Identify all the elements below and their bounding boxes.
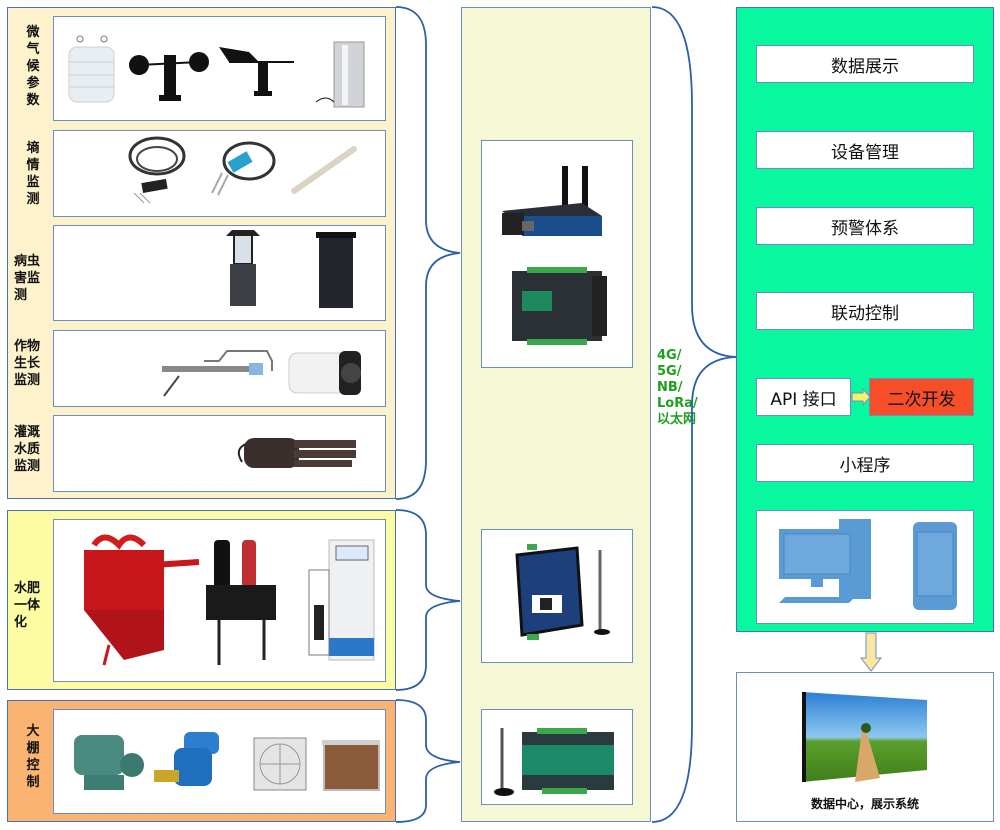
function-data-display[interactable]: 数据展示 bbox=[756, 45, 974, 83]
row-label-micro-climate: 微 气 候 参 数 bbox=[26, 25, 40, 108]
terminals-icon bbox=[779, 519, 957, 610]
spore-trap-icon bbox=[316, 232, 356, 308]
function-alert-system[interactable]: 预警体系 bbox=[756, 207, 974, 245]
gateway-card-dtu bbox=[481, 529, 633, 663]
water-quality-probe-icon bbox=[237, 438, 356, 468]
micro-climate-devices-icon bbox=[68, 35, 365, 108]
smartphone-icon bbox=[913, 522, 957, 610]
dtu-antenna-icon bbox=[515, 544, 610, 640]
secondary-development-button[interactable]: 二次开发 bbox=[869, 378, 974, 416]
rain-gauge-icon bbox=[315, 41, 365, 108]
water-quality-devices-icon bbox=[237, 438, 356, 468]
display-caption: 数据中心，展示系统 bbox=[810, 797, 919, 811]
row-label-water-quality: 灌溉 水质 监测 bbox=[14, 425, 41, 474]
insect-lamp-icon bbox=[226, 230, 260, 306]
network-protocols-label: 4G/ 5G/ NB/ LoRa/ 以太网 bbox=[657, 348, 698, 427]
wet-curtain-icon bbox=[322, 740, 380, 791]
greenhouse-label: 大 棚 控 制 bbox=[26, 724, 40, 790]
fertigation-label: 水肥 一体 化 bbox=[14, 581, 41, 630]
greenhouse-devices bbox=[53, 709, 386, 814]
video-wall-icon bbox=[802, 692, 927, 782]
fertigation-devices-icon bbox=[84, 534, 375, 666]
stem-sensor-icon bbox=[162, 350, 273, 397]
mini-program-button[interactable]: 小程序 bbox=[756, 444, 974, 482]
anemometer-icon bbox=[129, 52, 209, 101]
device-row-pest bbox=[53, 225, 386, 321]
4g-router-icon bbox=[502, 166, 607, 345]
camera-icon bbox=[288, 351, 361, 395]
device-row-crop-growth bbox=[53, 330, 386, 407]
left-braces-icon bbox=[396, 6, 461, 823]
device-row-micro-climate bbox=[53, 16, 386, 121]
arrow-down-icon bbox=[860, 632, 882, 672]
function-linkage-control[interactable]: 联动控制 bbox=[756, 292, 974, 330]
shutter-box-icon bbox=[68, 35, 115, 103]
api-interface-button[interactable]: API 接口 bbox=[756, 378, 851, 416]
soil-devices-icon bbox=[128, 136, 357, 204]
gateway-card-router bbox=[481, 140, 633, 368]
gateway-column bbox=[461, 7, 651, 822]
disc-filter-icon bbox=[206, 540, 276, 665]
gear-motor-icon bbox=[74, 735, 144, 790]
soil-sensor-icon bbox=[211, 141, 276, 196]
device-row-soil-moisture bbox=[53, 130, 386, 217]
sand-filter-icon bbox=[84, 534, 200, 666]
wind-vane-icon bbox=[219, 47, 294, 96]
fertigation-devices bbox=[53, 519, 386, 682]
lora-io-module-icon bbox=[494, 728, 614, 796]
arrow-right-icon bbox=[851, 388, 871, 406]
desktop-computer-icon bbox=[779, 519, 871, 603]
soil-tube-icon bbox=[291, 146, 357, 194]
row-label-soil-moisture: 墒 情 监 测 bbox=[26, 141, 40, 207]
center-brace-icon bbox=[651, 6, 737, 823]
function-device-management[interactable]: 设备管理 bbox=[756, 131, 974, 169]
roller-motor-icon bbox=[154, 732, 219, 786]
soil-probe-icon bbox=[128, 136, 186, 204]
fertigation-machine-icon bbox=[308, 539, 375, 661]
crop-devices-icon bbox=[162, 350, 361, 397]
exhaust-fan-icon bbox=[253, 737, 307, 791]
row-label-crop-growth: 作物 生长 监测 bbox=[14, 339, 41, 388]
row-label-pest: 病虫 害监 测 bbox=[14, 254, 41, 303]
io-controller-icon bbox=[512, 267, 607, 345]
gateway-card-lora bbox=[481, 709, 633, 805]
pest-devices-icon bbox=[226, 230, 356, 308]
device-row-water-quality bbox=[53, 415, 386, 492]
greenhouse-devices-icon bbox=[74, 732, 380, 791]
terminals-panel bbox=[756, 510, 974, 624]
